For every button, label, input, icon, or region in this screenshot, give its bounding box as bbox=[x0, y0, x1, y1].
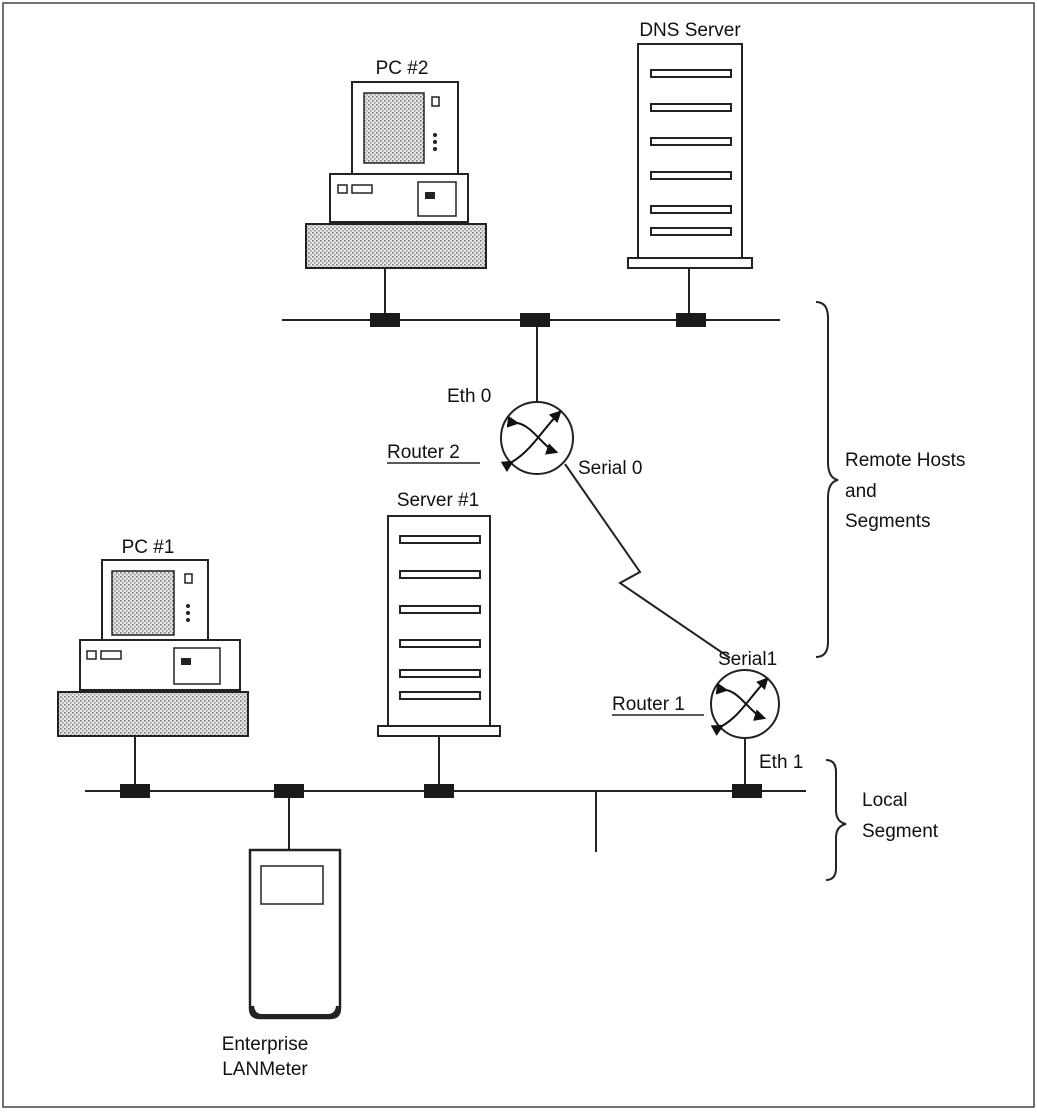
lanmeter-label-line1: Enterprise bbox=[222, 1034, 309, 1055]
lanmeter-label-line2: LANMeter bbox=[222, 1059, 308, 1080]
pc1-label: PC #1 bbox=[122, 537, 175, 558]
local-group-label-line1: Local bbox=[862, 790, 907, 811]
remote-tap-dns bbox=[676, 313, 706, 327]
router1-label: Router 1 bbox=[612, 694, 685, 715]
router1-icon bbox=[711, 670, 779, 738]
serial1-label: Serial1 bbox=[718, 649, 777, 670]
router2-icon bbox=[501, 402, 573, 474]
pc2-label: PC #2 bbox=[376, 58, 429, 79]
dns-server-label: DNS Server bbox=[639, 20, 741, 41]
local-group-label-line2: Segment bbox=[862, 821, 939, 842]
serial-wan-link bbox=[565, 464, 730, 658]
remote-tap-pc2 bbox=[370, 313, 400, 327]
local-tap-router1 bbox=[732, 784, 762, 798]
server1-label: Server #1 bbox=[397, 490, 479, 511]
local-tap-lanmeter bbox=[274, 784, 304, 798]
lanmeter-device bbox=[250, 850, 340, 1018]
server1-tower bbox=[378, 516, 500, 736]
remote-group-label-line2: and bbox=[845, 481, 877, 502]
local-tap-pc1 bbox=[120, 784, 150, 798]
eth0-label: Eth 0 bbox=[447, 386, 491, 407]
remote-group-label-line1: Remote Hosts bbox=[845, 450, 965, 471]
remote-group-label-line3: Segments bbox=[845, 511, 931, 532]
local-tap-server1 bbox=[424, 784, 454, 798]
remote-brace bbox=[816, 302, 838, 657]
pc2-computer bbox=[306, 82, 486, 268]
serial0-label: Serial 0 bbox=[578, 458, 642, 479]
local-brace bbox=[826, 760, 846, 880]
pc1-computer bbox=[58, 560, 248, 736]
eth1-label: Eth 1 bbox=[759, 752, 803, 773]
dns-server-tower bbox=[628, 44, 752, 268]
router2-label: Router 2 bbox=[387, 442, 460, 463]
remote-tap-router2 bbox=[520, 313, 550, 327]
